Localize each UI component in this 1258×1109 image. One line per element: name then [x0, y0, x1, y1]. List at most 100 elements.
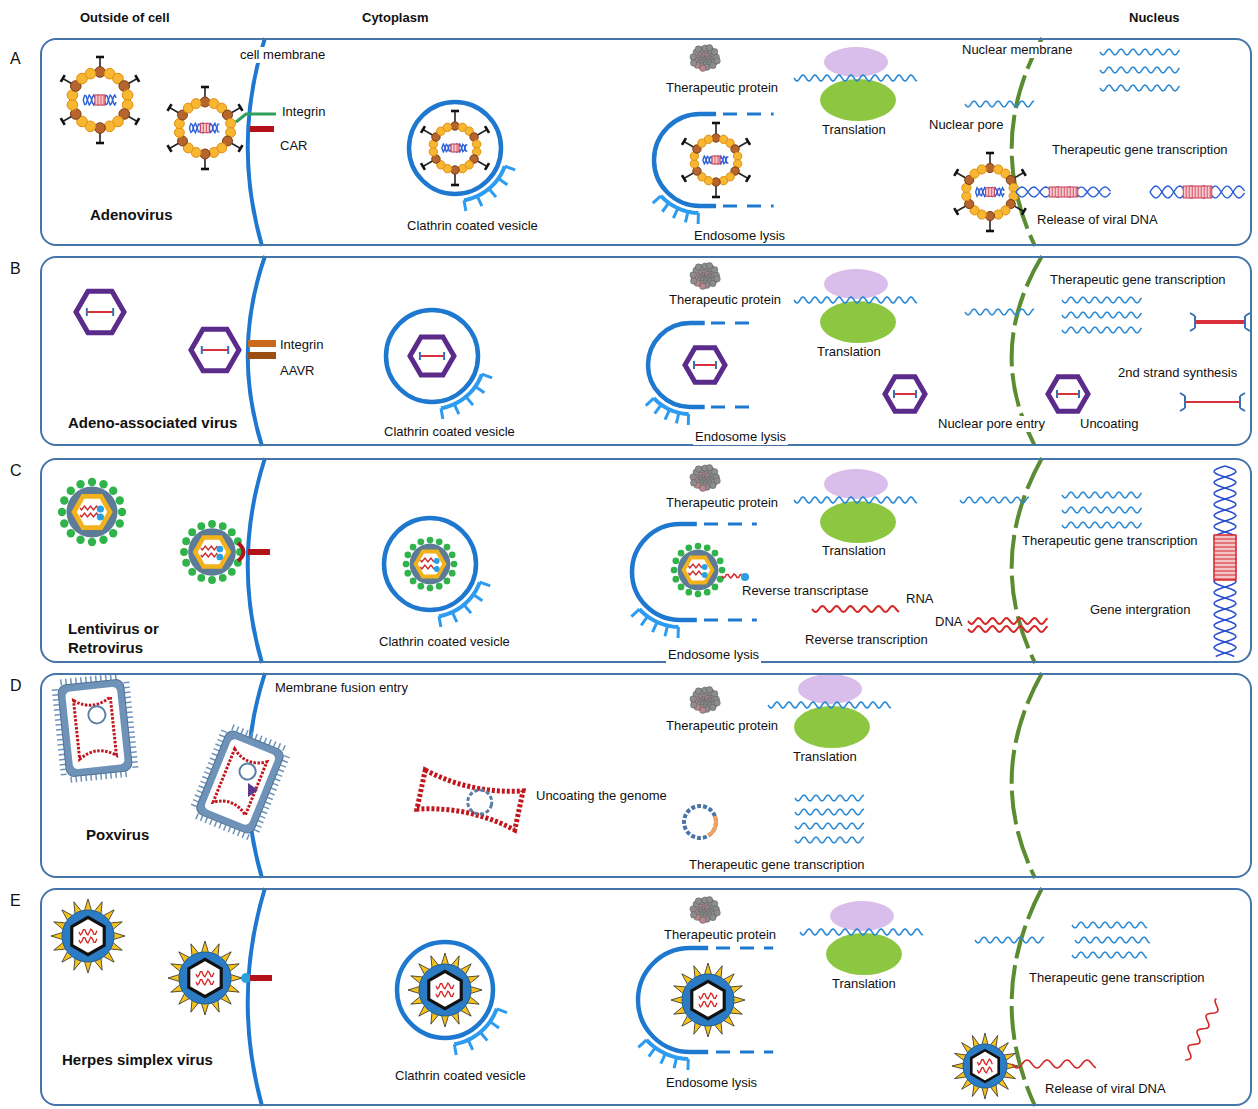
clathrin-vesicle — [397, 942, 493, 1038]
poxvirus-particle — [60, 764, 66, 766]
lentivirus-particle — [444, 544, 451, 551]
lentivirus-particle — [685, 589, 692, 596]
poxvirus-particle — [282, 760, 288, 762]
lentivirus-particle — [712, 550, 719, 557]
herpes-particle — [977, 1059, 992, 1065]
mrna — [795, 795, 864, 843]
protein-blob — [695, 46, 701, 52]
adenovirus-particle — [67, 100, 78, 111]
herpes-particle — [79, 929, 97, 935]
adenovirus-particle — [954, 153, 1026, 231]
herpes-particle — [704, 963, 711, 975]
endosome — [661, 196, 699, 213]
adenovirus-particle — [201, 168, 209, 171]
receptor — [248, 340, 276, 359]
adenovirus-particle — [83, 95, 116, 105]
chromosome — [1214, 575, 1236, 576]
aav-particle — [202, 349, 228, 351]
viral-dna — [1186, 186, 1187, 198]
lentivirus-particle — [688, 571, 702, 575]
adenovirus-particle — [682, 175, 686, 182]
annotation-label: Uncoating — [1078, 416, 1141, 432]
adenovirus-particle — [976, 188, 1005, 197]
aav-particle — [1057, 393, 1079, 395]
viral-dna — [1016, 186, 1245, 198]
lentivirus-particle — [672, 576, 679, 583]
clathrin-vesicle — [441, 374, 482, 408]
annotation-label: Therapeutic gene transcription — [687, 857, 867, 873]
aav-particle — [693, 361, 695, 369]
protein-blob — [714, 58, 720, 64]
clathrin-vesicle — [480, 582, 490, 586]
clathrin-vesicle — [454, 1044, 456, 1055]
herpes-particle — [441, 1015, 448, 1027]
endosome — [646, 398, 654, 405]
protein-blob — [690, 474, 696, 480]
annotation-label: Release of viral DNA — [1035, 212, 1160, 228]
annotation-label: Translation — [830, 976, 898, 992]
lentivirus-particle — [74, 496, 110, 527]
adenovirus-particle — [988, 188, 989, 197]
cell-membrane — [248, 458, 265, 663]
circular-dna — [684, 806, 718, 838]
viral-dna — [1012, 1060, 1096, 1068]
adenovirus-particle — [421, 111, 489, 185]
poxvirus-particle — [269, 740, 271, 746]
ribosome — [826, 933, 902, 975]
poxvirus-particle — [80, 776, 82, 782]
lentivirus-particle — [188, 568, 196, 576]
protein-blob — [706, 687, 712, 693]
poxvirus-particle — [105, 773, 107, 779]
aav-particle — [685, 348, 725, 383]
endosome — [686, 1059, 689, 1070]
adenovirus-particle — [429, 148, 437, 156]
poxvirus-particle — [260, 736, 262, 742]
lentivirus-particle — [219, 574, 227, 582]
annotation-label: Translation — [820, 543, 888, 559]
adenovirus-particle — [135, 118, 139, 125]
annotation-label: Reverse transcription — [803, 632, 930, 648]
aav-genome — [1190, 313, 1195, 331]
viral-dna — [1150, 186, 1245, 198]
lentivirus-particle — [436, 538, 443, 545]
ribosome — [794, 297, 917, 303]
protein-blob — [690, 687, 720, 714]
adenovirus-particle — [191, 99, 201, 109]
adenovirus-particle — [1022, 208, 1026, 215]
ribosome — [820, 79, 896, 121]
lentivirus-particle — [695, 543, 702, 550]
poxvirus-particle — [95, 676, 97, 682]
protein-blob — [690, 465, 720, 492]
ribosome — [800, 929, 923, 935]
annotation-label: Endosome lysis — [693, 429, 788, 445]
cell-membrane — [248, 458, 265, 663]
mrna — [1062, 312, 1142, 318]
poxvirus-particle — [233, 829, 235, 835]
viral-dna — [1210, 186, 1211, 198]
lentivirus-particle — [109, 487, 117, 495]
annotation-label: Endosome lysis — [692, 228, 787, 244]
endosome — [687, 414, 690, 425]
released-rna — [741, 573, 749, 581]
endosome — [674, 1057, 676, 1068]
annotation-label: Gene intergration — [1088, 602, 1192, 618]
clathrin-vesicle — [466, 397, 473, 405]
endosome — [638, 948, 773, 1070]
poxvirus-particle — [204, 772, 210, 774]
cell-membrane — [248, 256, 265, 446]
lentivirus-particle — [109, 529, 117, 537]
endosome — [641, 616, 647, 625]
adenovirus-particle — [95, 67, 106, 78]
poxvirus-particle — [196, 814, 198, 820]
herpes-particle — [201, 1003, 208, 1015]
ribosome — [794, 75, 917, 81]
lentivirus-particle — [58, 478, 126, 546]
poxvirus-particle — [100, 774, 102, 780]
mrna — [975, 937, 1044, 943]
clathrin-vesicle — [454, 1009, 496, 1044]
poxvirus-particle — [115, 674, 117, 680]
poxvirus-particle — [90, 676, 92, 682]
protein-blob — [690, 272, 696, 278]
adenovirus-particle — [209, 123, 210, 132]
lentivirus-particle — [404, 570, 411, 577]
